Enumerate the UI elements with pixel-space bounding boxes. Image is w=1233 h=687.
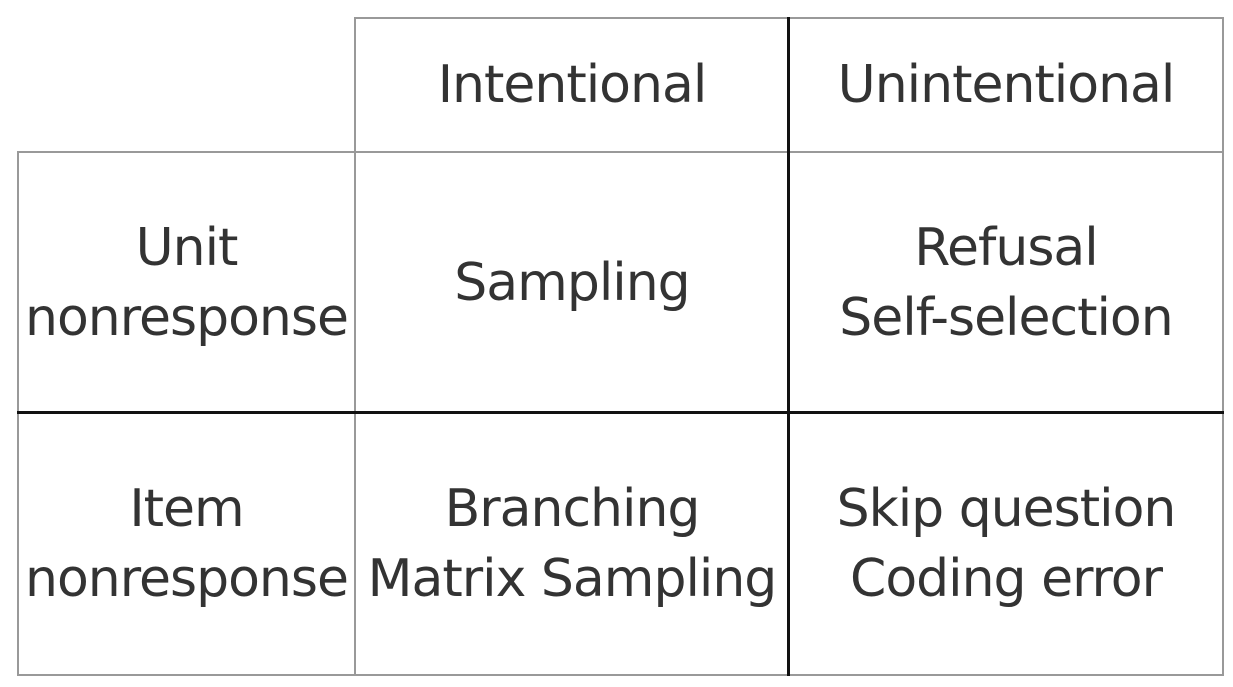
cell-line: Refusal (914, 217, 1098, 278)
cell-line: Coding error (850, 549, 1163, 609)
row-header-line: Unit (135, 217, 239, 278)
cell-line: Skip question (836, 479, 1177, 539)
row-header-unit-nonresponse: Unit nonresponse (18, 152, 355, 413)
column-header-label: Unintentional (837, 55, 1176, 115)
cell-item-intentional: Branching Matrix Sampling (355, 413, 789, 675)
grid-rule-right (1222, 17, 1224, 676)
cell-line: Self-selection (839, 287, 1173, 348)
column-header-unintentional: Unintentional (789, 18, 1223, 152)
cell-line: Matrix Sampling (367, 549, 778, 609)
column-header-label: Intentional (437, 55, 708, 115)
grid-rule-center-vertical (787, 17, 790, 676)
cell-unit-intentional: Sampling (355, 152, 789, 413)
cell-line: Sampling (454, 252, 690, 313)
cell-item-unintentional: Skip question Coding error (789, 413, 1223, 675)
row-header-line: nonresponse (25, 287, 349, 348)
row-header-line: nonresponse (25, 549, 349, 609)
row-header-line: Item (129, 479, 244, 539)
row-header-item-nonresponse: Item nonresponse (18, 413, 355, 675)
column-header-intentional: Intentional (355, 18, 789, 152)
grid-rule-label-divider (354, 17, 356, 676)
grid-rule-header-bottom (17, 151, 1224, 153)
grid-rule-bottom (17, 674, 1224, 676)
cell-unit-unintentional: Refusal Self-selection (789, 152, 1223, 413)
cell-line: Branching (444, 479, 701, 539)
grid-rule-center-horizontal (17, 411, 1224, 414)
